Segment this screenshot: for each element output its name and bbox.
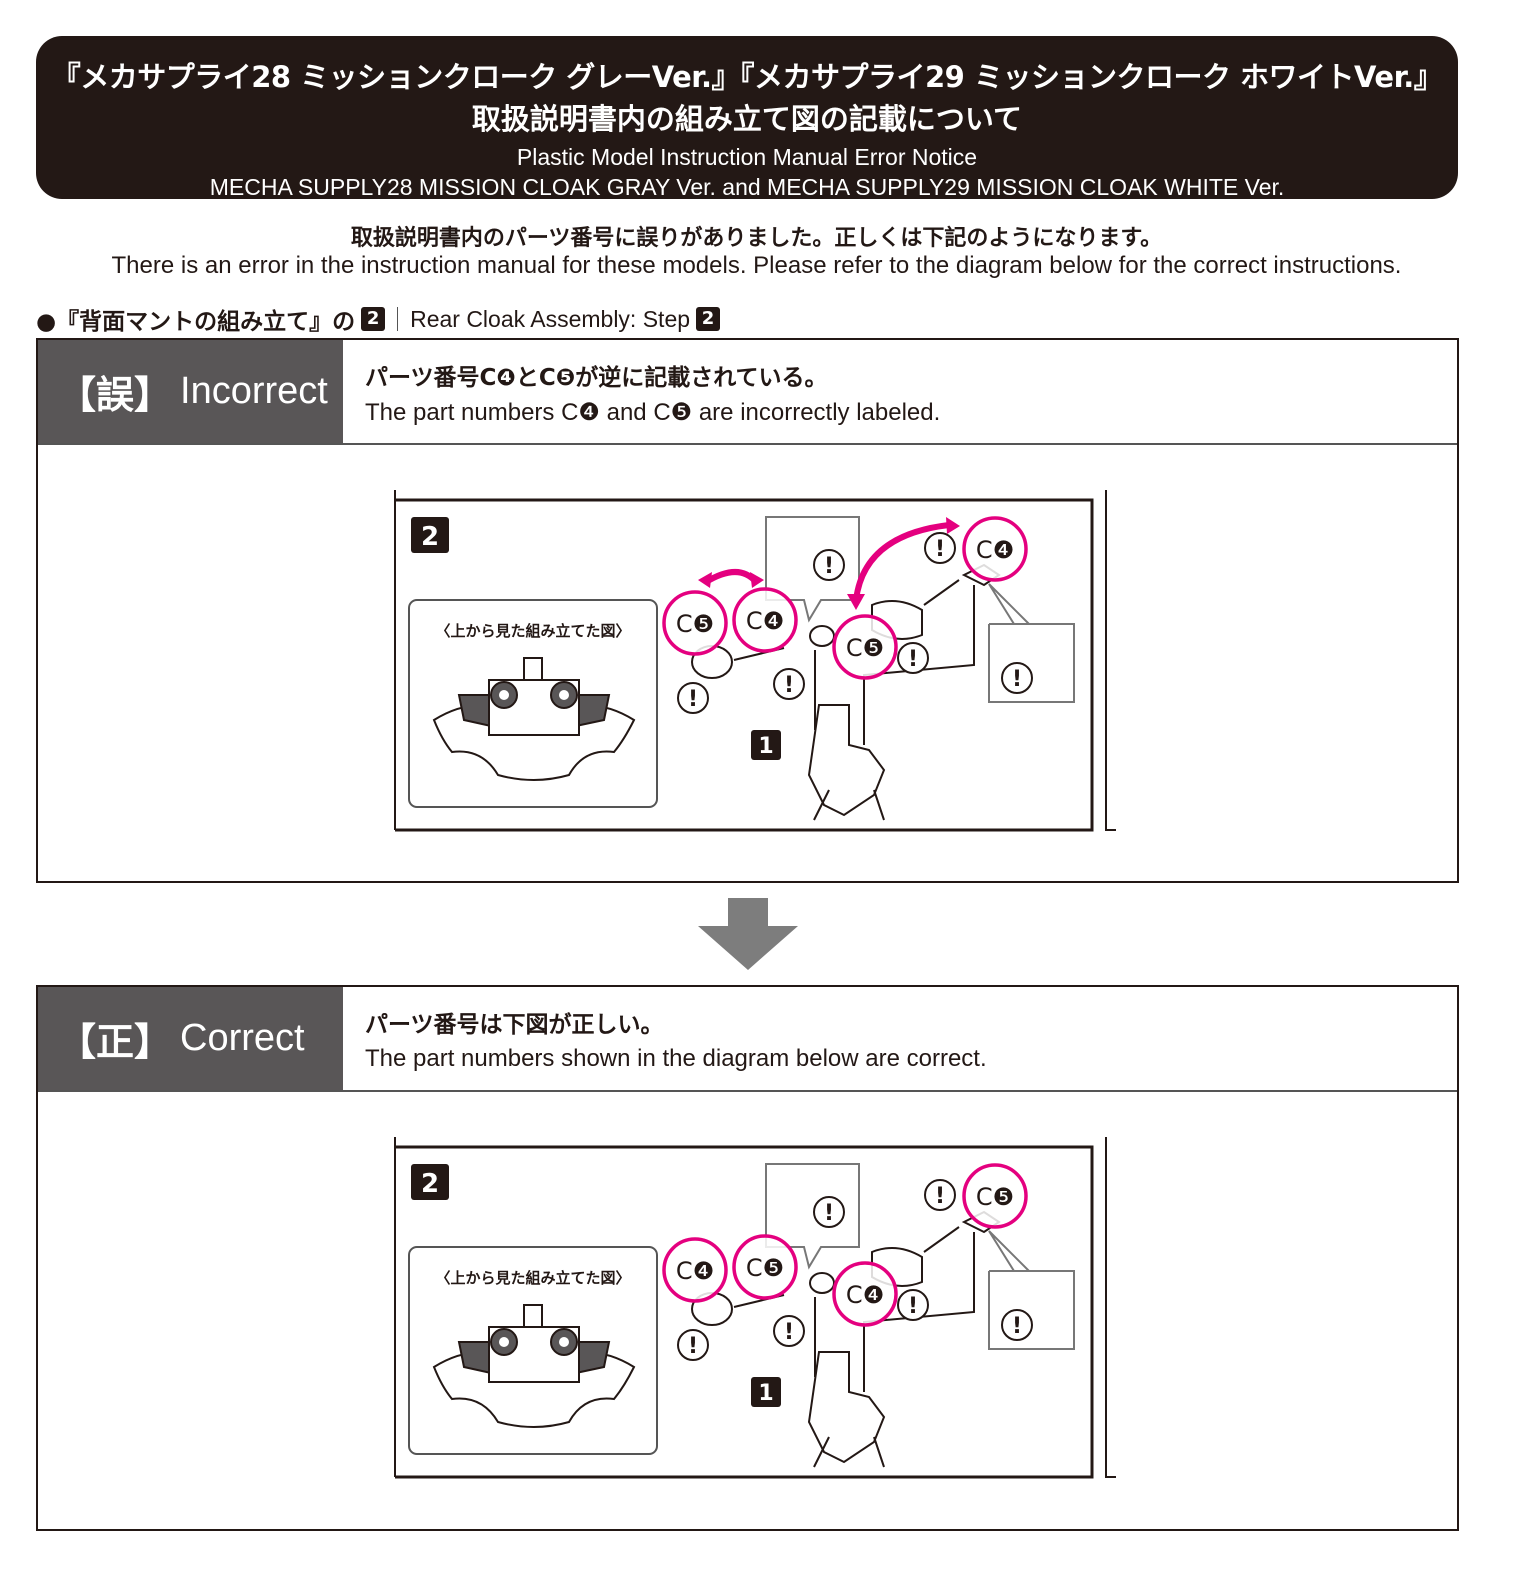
correct-text: Correct [180, 1017, 305, 1059]
warning-mark: ! [908, 647, 918, 672]
intro-jp: 取扱説明書内のパーツ番号に誤りがありました。正しくは下記のようになります。 [350, 226, 1163, 251]
warning-mark: ! [784, 1320, 794, 1345]
warning-icon: ! [924, 532, 956, 564]
part-number: C❹ [746, 607, 784, 635]
warning-icon: ! [773, 668, 805, 700]
correct-kanji: 【正】 [58, 1020, 173, 1064]
correct-msg-jp: パーツ番号は下図が正しい。 [365, 1012, 664, 1038]
part-callout: C❺ [832, 614, 898, 680]
warning-mark: ! [784, 673, 794, 698]
step-badge [411, 517, 449, 553]
incorrect-msg-jp: パーツ番号C❹とC❺が逆に記載されている。 [365, 365, 828, 391]
sub-step-number: 1 [758, 1381, 773, 1406]
step-jp-number: 2 [361, 307, 386, 331]
step-number: 2 [421, 1169, 439, 1199]
step-heading: ●『背面マントの組み立て』の 2 Rear Cloak Assembly: St… [36, 302, 721, 336]
diagram-frame [395, 498, 1094, 832]
warning-icon: ! [677, 682, 709, 714]
inset-caption: 〈上から見た組み立てた図〉 [435, 622, 630, 640]
incorrect-text: Incorrect [180, 370, 328, 412]
incorrect-diagram: 2 〈上から見た組み立てた図〉 1!!!!!! C❺ C❹ C❺ C❹ [394, 490, 1124, 835]
warning-icon: ! [813, 549, 845, 581]
step-number: 2 [421, 522, 439, 552]
subtitle-en-line1: Plastic Model Instruction Manual Error N… [516, 144, 978, 170]
correct-label: 【正】Correct [38, 987, 343, 1090]
part-callout: C❹ [662, 1237, 728, 1303]
subtitle-en-line2: MECHA SUPPLY28 MISSION CLOAK GRAY Ver. a… [209, 174, 1285, 200]
frame-edge [1105, 490, 1116, 831]
part-callout: C❹ [962, 516, 1028, 582]
part-number: C❹ [676, 1257, 714, 1285]
warning-mark: ! [935, 537, 945, 562]
part-number: C❺ [976, 1183, 1014, 1211]
warning-icon: ! [813, 1196, 845, 1228]
inset-caption: 〈上から見た組み立てた図〉 [435, 1269, 630, 1287]
warning-mark: ! [1012, 1314, 1022, 1339]
correct-msg-en: The part numbers shown in the diagram be… [365, 1045, 987, 1072]
down-arrow-icon [698, 898, 798, 970]
warning-icon: ! [924, 1179, 956, 1211]
part-callout: C❹ [832, 1261, 898, 1327]
title-jp-line1: 『メカサプライ28 ミッションクローク グレーVer.』『メカサプライ29 ミッ… [51, 60, 1443, 94]
warning-icon: ! [1001, 1309, 1033, 1341]
incorrect-kanji: 【誤】 [58, 373, 173, 417]
warning-mark: ! [1012, 667, 1022, 692]
correct-diagram: 2 〈上から見た組み立てた図〉 1!!!!!! C❹ C❺ C❹ C❺ [394, 1137, 1124, 1482]
step-en-number: 2 [696, 307, 721, 331]
part-number: C❺ [676, 610, 714, 638]
swap-arrow-head [750, 572, 764, 588]
part-callout: C❹ [732, 587, 798, 653]
warning-icon: ! [1001, 662, 1033, 694]
warning-icon: ! [897, 642, 929, 674]
part-number: C❹ [846, 1281, 884, 1309]
part-number: C❺ [846, 634, 884, 662]
incorrect-panel: 【誤】Incorrect パーツ番号C❹とC❺が逆に記載されている。 The p… [36, 338, 1459, 883]
warning-icon: ! [897, 1289, 929, 1321]
warning-icon: ! [773, 1315, 805, 1347]
warning-icon: ! [677, 1329, 709, 1361]
intro-en: There is an error in the instruction man… [111, 252, 1402, 279]
frame-edge [1105, 1137, 1116, 1478]
notice-header: 『メカサプライ28 ミッションクローク グレーVer.』『メカサプライ29 ミッ… [36, 36, 1458, 200]
swap-arrow-head [698, 572, 712, 588]
step-badge [411, 1164, 449, 1200]
swap-arrow [704, 569, 759, 585]
warning-mark: ! [824, 1201, 834, 1226]
top-view-illustration [432, 657, 636, 781]
sub-step-badge [751, 1377, 781, 1407]
part-number: C❺ [746, 1254, 784, 1282]
warning-mark: ! [908, 1294, 918, 1319]
warning-mark: ! [688, 1334, 698, 1359]
top-view-illustration [432, 1304, 636, 1428]
part-callout: C❺ [962, 1163, 1028, 1229]
part-number: C❹ [976, 536, 1014, 564]
swap-arrow-head [946, 517, 960, 534]
warning-mark: ! [824, 554, 834, 579]
warning-mark: ! [688, 687, 698, 712]
divider [397, 307, 399, 331]
step-jp: ●『背面マントの組み立て』の [36, 309, 356, 335]
parts-illustration [691, 563, 1001, 821]
warning-mark: ! [935, 1184, 945, 1209]
swap-arrow-head [847, 594, 865, 610]
title-jp-line2: 取扱説明書内の組み立て図の記載について [471, 102, 1023, 136]
part-callout: C❺ [662, 590, 728, 656]
incorrect-msg-en: The part numbers C❹ and C❺ are incorrect… [365, 399, 941, 426]
diagram-frame [395, 1145, 1094, 1479]
sub-step-badge [751, 730, 781, 760]
swap-arrow [853, 522, 950, 601]
sub-step-number: 1 [758, 734, 773, 759]
step-en: Rear Cloak Assembly: Step [410, 305, 691, 332]
incorrect-label: 【誤】Incorrect [38, 340, 343, 443]
part-callout: C❺ [732, 1234, 798, 1300]
correct-panel: 【正】Correct パーツ番号は下図が正しい。 The part number… [36, 985, 1459, 1531]
